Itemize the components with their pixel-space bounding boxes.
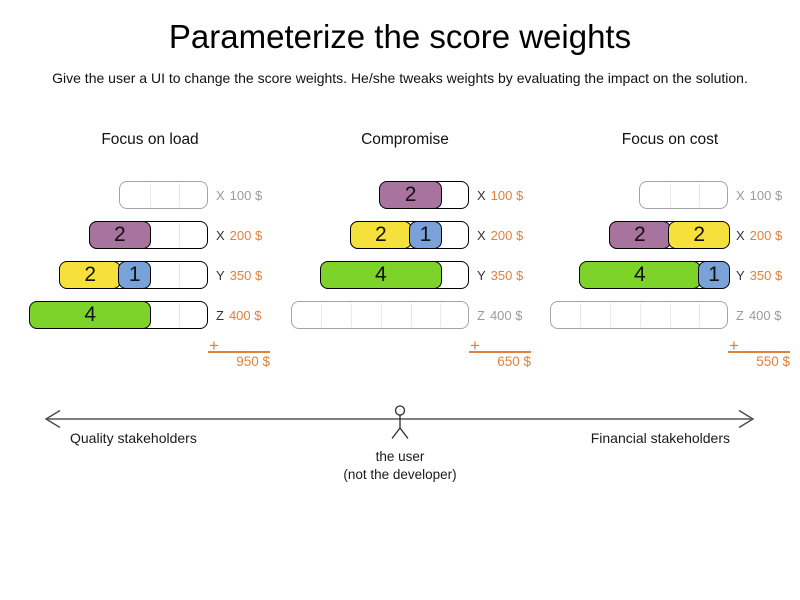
cell-divider <box>669 183 671 207</box>
weight-bar <box>290 301 469 329</box>
cell-divider <box>179 303 181 327</box>
constraint-amount: 200 $ <box>749 227 783 243</box>
cell-divider <box>179 263 181 287</box>
panel-title-compromise: Compromise <box>361 131 449 148</box>
weight-segment-purple: 2 <box>608 220 672 249</box>
panel-title-focus-on-load: Focus on load <box>101 131 199 148</box>
weight-segment-blue: 1 <box>409 220 442 249</box>
weight-bar <box>118 181 208 209</box>
user-sublabel: (not the developer) <box>343 467 457 482</box>
page-title: Parameterize the score weights <box>168 18 632 55</box>
page-subtitle: Give the user a UI to change the score w… <box>52 70 748 86</box>
constraint-amount: 100 $ <box>229 187 263 203</box>
constraint-letter: Y <box>477 267 486 283</box>
user-stick-figure-icon <box>391 405 409 439</box>
cell-divider <box>321 303 323 327</box>
plus-sign: + <box>729 336 739 355</box>
constraint-amount: 400 $ <box>228 307 262 323</box>
weight-segment-yellow: 2 <box>668 220 731 249</box>
constraint-letter: X <box>477 187 486 203</box>
weight-bar <box>638 181 728 209</box>
sum-total: 950 $ <box>236 354 270 369</box>
stakeholder-axis <box>44 405 755 439</box>
constraint-amount: 400 $ <box>748 307 782 323</box>
cell-divider <box>699 183 701 207</box>
constraint-amount: 200 $ <box>229 227 263 243</box>
constraint-letter: X <box>736 187 745 203</box>
constraint-letter: X <box>216 227 225 243</box>
sum-total: 550 $ <box>756 354 790 369</box>
weight-segment-green: 4 <box>29 300 152 329</box>
weight-bar: 2 <box>379 180 469 209</box>
weight-bar <box>549 301 728 329</box>
weight-segment-purple: 2 <box>88 220 152 249</box>
weight-segment-blue: 1 <box>118 260 152 289</box>
arrow-right-icon <box>738 409 755 429</box>
weight-segment-green: 4 <box>320 260 442 289</box>
plus-sign: + <box>470 336 480 355</box>
cell-divider <box>699 303 701 327</box>
constraint-amount: 200 $ <box>490 227 524 243</box>
cell-divider <box>610 303 612 327</box>
cell-divider <box>669 303 671 327</box>
quality-stakeholders-label: Quality stakeholders <box>70 430 197 446</box>
panel-title-focus-on-cost: Focus on cost <box>621 131 719 148</box>
constraint-amount: 400 $ <box>489 307 523 323</box>
cell-divider <box>179 183 181 207</box>
cell-divider <box>380 303 382 327</box>
arrow-left-icon <box>44 409 61 429</box>
cell-divider <box>440 303 442 327</box>
plus-sign: + <box>209 336 219 355</box>
cell-divider <box>149 183 151 207</box>
constraint-letter: Z <box>477 307 485 323</box>
constraint-amount: 350 $ <box>490 267 524 283</box>
sum-line <box>728 351 790 353</box>
weight-segment-yellow: 2 <box>349 220 413 249</box>
weight-segment-yellow: 2 <box>59 260 122 289</box>
constraint-letter: Y <box>216 267 225 283</box>
cell-divider <box>580 303 582 327</box>
weight-segment-green: 4 <box>579 260 701 289</box>
weight-segment-blue: 1 <box>697 260 731 289</box>
weight-bar: 4 <box>320 260 469 289</box>
weight-bar: 4 <box>29 300 208 329</box>
sum-line <box>469 351 531 353</box>
constraint-amount: 100 $ <box>749 187 783 203</box>
constraint-letter: Y <box>736 267 745 283</box>
constraint-amount: 100 $ <box>490 187 524 203</box>
cell-divider <box>351 303 353 327</box>
constraint-letter: X <box>216 187 225 203</box>
sum-line <box>208 351 270 353</box>
constraint-amount: 350 $ <box>229 267 263 283</box>
weight-segment-purple: 2 <box>379 180 442 209</box>
constraint-letter: Z <box>736 307 744 323</box>
weight-bar: 2 <box>88 220 208 249</box>
user-label: the user <box>375 449 425 464</box>
constraint-amount: 350 $ <box>749 267 783 283</box>
cell-divider <box>410 303 412 327</box>
cell-divider <box>179 223 181 247</box>
sum-total: 650 $ <box>497 354 531 369</box>
constraint-letter: X <box>736 227 745 243</box>
constraint-letter: Z <box>216 307 224 323</box>
constraint-letter: X <box>477 227 486 243</box>
financial-stakeholders-label: Financial stakeholders <box>590 430 730 446</box>
cell-divider <box>639 303 641 327</box>
